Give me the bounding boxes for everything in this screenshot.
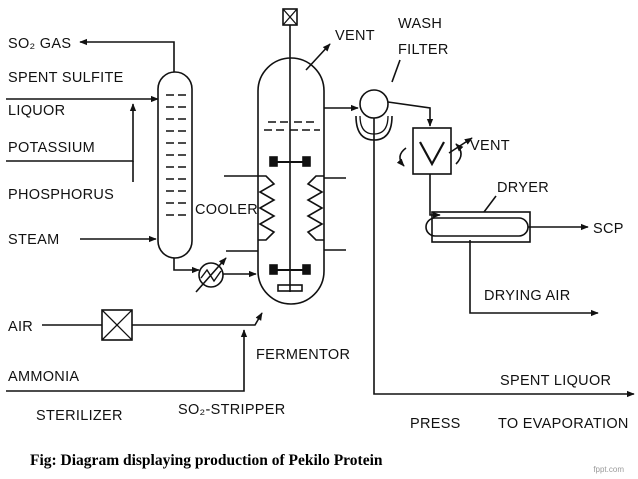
label-steam: STEAM: [8, 232, 59, 248]
label-air: AIR: [8, 319, 33, 335]
label-spent-sulfite: SPENT SULFITE: [8, 70, 124, 86]
air-sterilizer: [101, 309, 133, 341]
fermentor-motor: [282, 8, 298, 38]
label-so2-stripper: SO₂-STRIPPER: [178, 402, 286, 418]
watermark: fppt.com: [593, 465, 624, 474]
so2-stripper-column: [157, 71, 193, 259]
label-vent-fermentor: VENT: [335, 28, 375, 44]
label-phosphorus: PHOSPHORUS: [8, 187, 114, 203]
label-sterilizer: STERILIZER: [36, 408, 123, 424]
fermentor-vessel: [224, 38, 346, 305]
label-drying-air: DRYING AIR: [484, 288, 571, 304]
label-press: PRESS: [410, 416, 461, 432]
label-spent-liquor: SPENT LIQUOR: [500, 373, 611, 389]
dryer-unit: [425, 211, 531, 243]
label-filter: FILTER: [398, 42, 449, 58]
label-wash: WASH: [398, 16, 442, 32]
label-so2-gas: SO₂ GAS: [8, 36, 71, 52]
process-flow-diagram: SO₂ GAS SPENT SULFITE LIQUOR POTASSIUM P…: [6, 8, 635, 432]
label-ammonia: AMMONIA: [8, 369, 79, 385]
figure-caption: Fig: Diagram displaying production of Pe…: [30, 452, 383, 469]
label-vent-filter: VENT: [470, 138, 510, 154]
label-potassium: POTASSIUM: [8, 140, 95, 156]
label-liquor: LIQUOR: [8, 103, 65, 119]
label-dryer: DRYER: [497, 180, 549, 196]
label-scp: SCP: [593, 221, 624, 237]
label-fermentor: FERMENTOR: [256, 347, 350, 363]
cooler-exchanger: [195, 257, 227, 293]
label-cooler: COOLER: [195, 202, 258, 218]
label-to-evaporation: TO EVAPORATION: [498, 416, 629, 432]
